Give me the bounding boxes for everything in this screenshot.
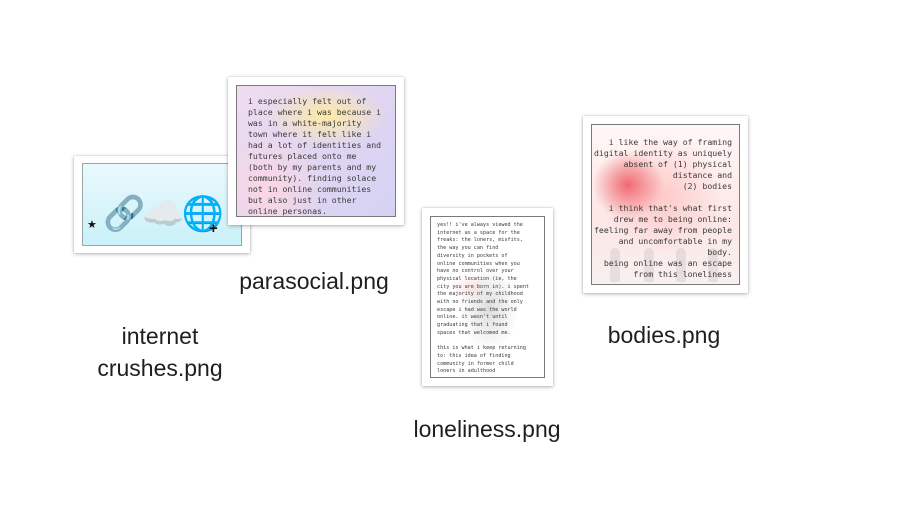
- file-name-label[interactable]: loneliness.png: [413, 416, 561, 442]
- star-icon: ★: [87, 219, 97, 231]
- figure-silhouette: [610, 248, 620, 282]
- figure-silhouette: [708, 248, 718, 282]
- file-thumbnail[interactable]: yes!! i've always viewed the internet as…: [422, 208, 553, 386]
- file-name-label[interactable]: internet crushes.png: [60, 320, 260, 384]
- link-cloud-globe-emoji: 🔗☁️🌐: [102, 195, 224, 233]
- file-thumbnail[interactable]: i like the way of framing digital identi…: [583, 116, 748, 293]
- file-thumbnail[interactable]: i especially felt out of place where i w…: [228, 77, 404, 225]
- thumbnail-image: yes!! i've always viewed the internet as…: [430, 216, 545, 378]
- thumbnail-image: ★ 🔗☁️🌐 +: [82, 163, 242, 246]
- thumbnail-text: yes!! i've always viewed the internet as…: [437, 222, 530, 375]
- thumbnail-text: i like the way of framing digital identi…: [593, 137, 732, 279]
- figure-silhouette: [676, 248, 686, 282]
- file-name-label[interactable]: bodies.png: [607, 322, 721, 348]
- file-name-line-2: crushes.png: [97, 355, 223, 381]
- file-thumbnail[interactable]: ★ 🔗☁️🌐 +: [74, 156, 250, 253]
- plus-icon: +: [209, 220, 218, 237]
- thumbnail-text: i especially felt out of place where i w…: [248, 96, 382, 216]
- thumbnail-image: i like the way of framing digital identi…: [591, 124, 740, 285]
- thumbnail-image: i especially felt out of place where i w…: [236, 85, 396, 217]
- figure-silhouette: [644, 248, 654, 282]
- file-name-line-1: internet: [121, 323, 199, 349]
- file-name-label[interactable]: parasocial.png: [239, 268, 389, 294]
